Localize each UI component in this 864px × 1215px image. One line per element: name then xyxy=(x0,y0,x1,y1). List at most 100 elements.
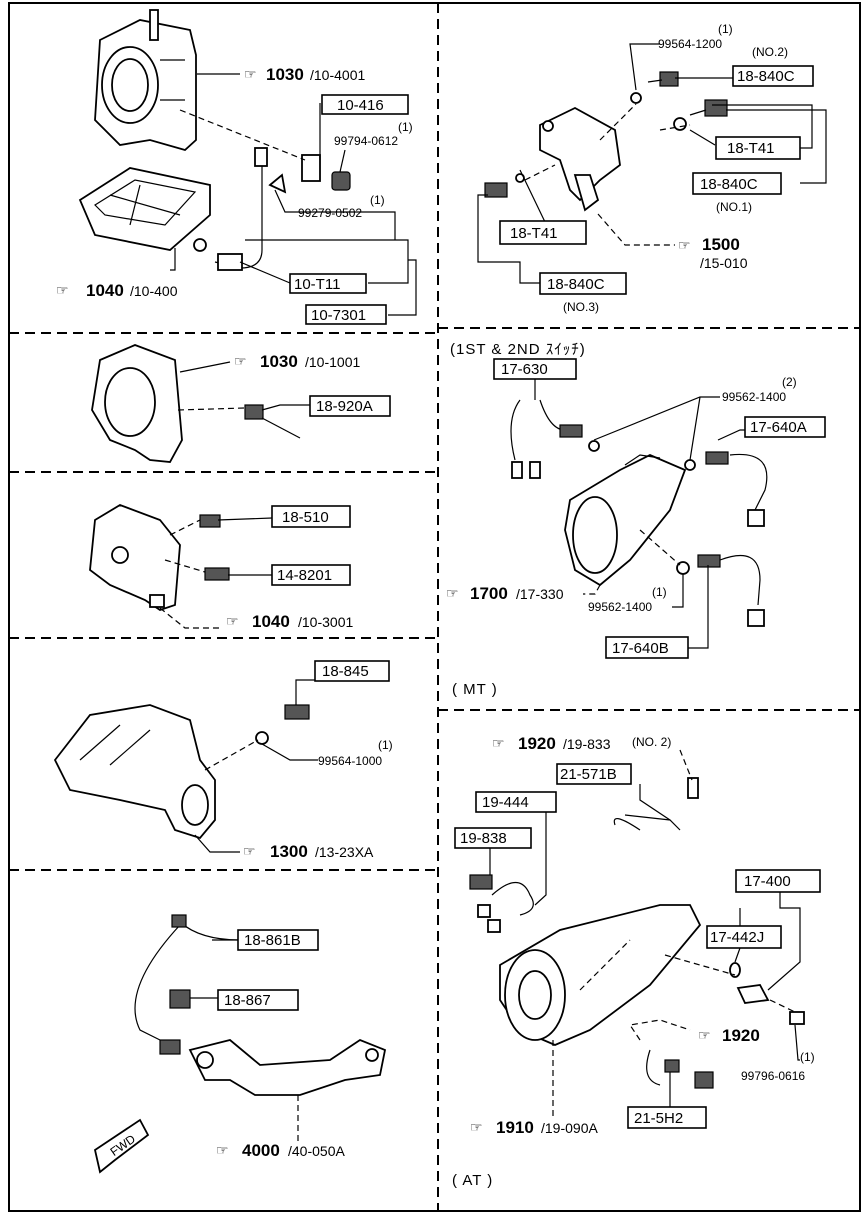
panel-switches-top: (1) 99564-1200 (NO.2) 18-840C 18-T41 18-… xyxy=(477,22,827,314)
panel-automatic-transmission: ☞ 1920 /19-833 (NO. 2) 21-571B 19-444 19… xyxy=(452,734,821,1189)
part-99562-1400-b[interactable]: 99562-1400 xyxy=(588,600,652,614)
part-box-18-861b[interactable]: 18-861B xyxy=(237,929,319,951)
qty-gasket: (1) xyxy=(370,193,385,207)
label-no1: (NO.1) xyxy=(716,200,752,214)
part-box-17-400[interactable]: 17-400 xyxy=(735,869,821,893)
ref-number: 1920 xyxy=(722,1026,760,1045)
section-header-1st-2nd-switch: (1ST & 2ND ｽｲｯﾁ) xyxy=(450,341,586,358)
ref-1040-b[interactable]: ☞ 1040 /10-3001 xyxy=(226,612,353,631)
section-label-mt: ( MT ) xyxy=(452,681,498,698)
part-box-18-840c-c[interactable]: 18-840C xyxy=(539,272,627,295)
part-box-18-t41-b[interactable]: 18-T41 xyxy=(499,220,587,245)
ref-1030-a[interactable]: ☞ 1030 /10-4001 xyxy=(244,65,365,84)
panel-front-cover: ☞ 1030 /10-1001 18-920A xyxy=(91,344,391,463)
ref-subpage: /10-4001 xyxy=(310,67,365,83)
ref-icon: ☞ xyxy=(492,735,505,751)
label-no3: (NO.3) xyxy=(563,300,599,314)
ref-subpage: /19-833 xyxy=(563,736,611,752)
part-number: 18-510 xyxy=(282,509,329,526)
part-number: 19-838 xyxy=(460,830,507,847)
ref-icon: ☞ xyxy=(226,613,239,629)
part-box-14-8201[interactable]: 14-8201 xyxy=(271,564,351,586)
panel-exhaust: 18-861B 18-867 FWD ☞ 4000 /40-050A xyxy=(93,914,387,1174)
oil-sensor-illustration xyxy=(193,147,351,271)
ref-icon: ☞ xyxy=(698,1027,711,1043)
ref-subpage: /15-010 xyxy=(700,255,748,271)
ref-1030-b[interactable]: ☞ 1030 /10-1001 xyxy=(234,352,360,371)
front-cover-illustration xyxy=(91,344,301,463)
part-box-19-444[interactable]: 19-444 xyxy=(475,791,557,813)
part-box-18-920a[interactable]: 18-920A xyxy=(309,395,391,417)
ref-icon: ☞ xyxy=(244,66,257,82)
ref-1920-a[interactable]: ☞ 1920 /19-833 (NO. 2) xyxy=(492,734,671,753)
at-transmission-illustration xyxy=(469,777,805,1089)
ref-icon: ☞ xyxy=(234,353,247,369)
part-99564-1200[interactable]: 99564-1200 xyxy=(658,37,722,51)
ref-subpage: /10-3001 xyxy=(298,614,353,630)
ref-number: 1500 xyxy=(702,235,740,254)
part-box-17-640b[interactable]: 17-640B xyxy=(605,636,689,659)
part-box-18-845[interactable]: 18-845 xyxy=(314,660,390,682)
ref-4000[interactable]: ☞ 4000 /40-050A xyxy=(216,1141,345,1160)
panel-engine-block: ☞ 1030 /10-4001 10-416 (1) 99794-0612 (1… xyxy=(56,9,417,325)
part-box-18-840c-b[interactable]: 18-840C xyxy=(692,172,782,195)
ref-subpage: /10-1001 xyxy=(305,354,360,370)
part-box-21-571b[interactable]: 21-571B xyxy=(556,763,632,785)
ref-icon: ☞ xyxy=(216,1142,229,1158)
part-box-21-5h2[interactable]: 21-5H2 xyxy=(627,1106,707,1129)
label-no2: (NO.2) xyxy=(752,45,788,59)
part-99279-0502[interactable]: 99279-0502 xyxy=(298,206,362,220)
ref-number: 1700 xyxy=(470,584,508,603)
part-box-18-t41-a[interactable]: 18-T41 xyxy=(715,136,801,160)
part-box-10-7301[interactable]: 10-7301 xyxy=(305,304,387,325)
part-99562-1400-a[interactable]: 99562-1400 xyxy=(722,390,786,404)
switch-no2-illustration xyxy=(630,71,679,104)
ref-1700[interactable]: ☞ 1700 /17-330 xyxy=(446,584,564,603)
part-number: 17-442J xyxy=(710,929,764,946)
part-number: 18-840C xyxy=(547,276,605,293)
qty-top: (1) xyxy=(718,22,733,36)
ref-number: 1910 xyxy=(496,1118,534,1137)
part-box-17-442j[interactable]: 17-442J xyxy=(706,925,782,949)
cam-cover-illustration xyxy=(89,504,230,611)
part-number: 10-7301 xyxy=(311,307,366,324)
part-box-17-630[interactable]: 17-630 xyxy=(493,358,577,380)
part-number: 10-T11 xyxy=(294,276,340,293)
part-number: 19-444 xyxy=(482,794,529,811)
ref-icon: ☞ xyxy=(446,585,459,601)
part-box-18-867[interactable]: 18-867 xyxy=(217,989,299,1011)
panel-manual-transmission: (1ST & 2ND ｽｲｯﾁ) xyxy=(446,341,826,698)
part-box-10-t11[interactable]: 10-T11 xyxy=(289,273,367,294)
part-box-10-416[interactable]: 10-416 xyxy=(321,94,409,115)
part-number: 14-8201 xyxy=(277,567,332,584)
engine-block-illustration xyxy=(94,9,197,152)
qty-99564-1000: (1) xyxy=(378,738,393,752)
part-box-19-838[interactable]: 19-838 xyxy=(454,827,532,849)
ref-subpage: /40-050A xyxy=(288,1143,345,1159)
part-99564-1000[interactable]: 99564-1000 xyxy=(318,754,382,768)
section-label-at: ( AT ) xyxy=(452,1172,493,1189)
part-box-18-510[interactable]: 18-510 xyxy=(271,505,351,528)
intake-manifold-illustration xyxy=(53,704,310,840)
part-box-17-640a[interactable]: 17-640A xyxy=(744,416,826,438)
ref-subpage: /13-23XA xyxy=(315,844,374,860)
part-number: 18-840C xyxy=(700,176,758,193)
qty-99562-1400-a: (2) xyxy=(782,375,797,389)
ref-1920-b[interactable]: ☞ 1920 xyxy=(698,1026,760,1045)
part-99796-0616[interactable]: 99796-0616 xyxy=(741,1069,805,1083)
part-number: 17-640A xyxy=(750,419,807,436)
ref-number: 1300 xyxy=(270,842,308,861)
ref-number: 1040 xyxy=(86,281,124,300)
part-99794-0612[interactable]: 99794-0612 xyxy=(334,134,398,148)
ref-number: 1040 xyxy=(252,612,290,631)
part-number: 21-571B xyxy=(560,766,617,783)
ref-1040-a[interactable]: ☞ 1040 /10-400 xyxy=(56,281,178,300)
ref-1500[interactable]: ☞ 1500 /15-010 xyxy=(678,235,748,271)
ref-1910[interactable]: ☞ 1910 /19-090A xyxy=(470,1118,598,1137)
part-box-18-840c-a[interactable]: 18-840C xyxy=(732,65,814,87)
ref-1300[interactable]: ☞ 1300 /13-23XA xyxy=(243,842,374,861)
ref-icon: ☞ xyxy=(56,282,69,298)
part-number: 17-640B xyxy=(612,640,669,657)
exhaust-illustration xyxy=(134,914,387,1096)
